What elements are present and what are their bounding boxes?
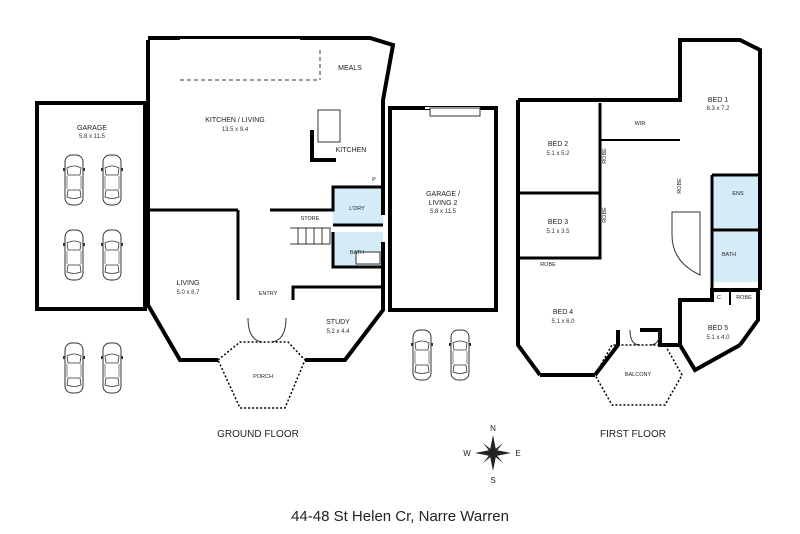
kitchen-bench (310, 130, 336, 162)
ens-label: ENS (732, 191, 744, 197)
study-dims: 5.2 x 4.4 (326, 329, 350, 335)
store-wall (270, 185, 383, 212)
entry-doors (247, 317, 287, 343)
living-wall (148, 208, 240, 300)
first-floor-title: FIRST FLOOR (600, 429, 666, 440)
garage-cars (62, 154, 124, 281)
garage-living2-label-line1: GARAGE / (426, 191, 460, 198)
closet-label: C (717, 295, 721, 301)
compass-s: S (490, 476, 495, 485)
bed4-doors (629, 329, 661, 346)
compass-w: W (463, 449, 471, 458)
living-dims: 5.0 x 8.7 (176, 290, 200, 296)
robe-label-bed3: ROBE (602, 207, 608, 223)
bed4-label: BED 4 (553, 309, 573, 316)
garage-label: GARAGE (77, 125, 107, 132)
study-walls (291, 285, 383, 300)
garage-walls (35, 101, 147, 311)
ground-floor: GARAGE 5.8 x 11.5 MEALS KITCHEN / LIVING… (35, 36, 498, 440)
bath-tub (355, 251, 381, 265)
bed1-label: BED 1 (708, 97, 728, 104)
stair-void (671, 211, 701, 276)
robe-label-bed2: ROBE (602, 148, 608, 164)
porch-walls (217, 341, 306, 409)
first-floor: BED 1 8.3 x 7.2 WIR BED 2 5.1 x 5.2 BED … (516, 38, 762, 440)
pantry-label: P (372, 177, 376, 183)
garage-living2-bench (429, 107, 481, 117)
stairs (290, 227, 331, 245)
driveway-cars (62, 329, 472, 394)
bed2-dims: 5.1 x 5.2 (546, 151, 570, 157)
main-house-walls (146, 36, 396, 362)
study-label: STUDY (326, 319, 350, 326)
bed3-walls (518, 193, 602, 260)
kitchen-island (317, 109, 341, 143)
bath-label: BATH (350, 250, 364, 256)
bed2-label: BED 2 (548, 141, 568, 148)
robe-label-bed5: ROBE (736, 295, 752, 301)
wir-label: WIR (635, 121, 646, 127)
bed3-label: BED 3 (548, 219, 568, 226)
kitchen-label: KITCHEN (336, 147, 367, 154)
garage-living2-label-line2: LIVING 2 (429, 200, 458, 207)
property-address: 44-48 St Helen Cr, Narre Warren (291, 508, 509, 525)
compass-e: E (515, 449, 520, 458)
robe-label-bed1: ROBE (677, 178, 683, 194)
living-label: LIVING (177, 280, 200, 287)
garage-dims: 5.8 x 11.5 (79, 134, 106, 140)
compass: N S E W (463, 424, 520, 485)
kitchen-living-dims: 13.5 x 9.4 (222, 127, 249, 133)
entry-label: ENTRY (259, 291, 278, 297)
balcony-walls (594, 344, 683, 406)
closet-walls (712, 289, 731, 305)
porch-label: PORCH (253, 374, 273, 380)
store-label: STORE (301, 216, 320, 222)
bed1-dims: 8.3 x 7.2 (706, 106, 730, 112)
bed3-dims: 5.1 x 3.5 (546, 229, 570, 235)
first-bath-label: BATH (722, 252, 736, 258)
bed2-walls (518, 103, 602, 195)
bed5-dims: 5.1 x 4.0 (706, 335, 730, 341)
ensuite-walls (710, 173, 758, 290)
bed5-label: BED 5 (708, 325, 728, 332)
ensuite-floor (712, 175, 758, 230)
kitchen-living-label: KITCHEN / LIVING (205, 117, 265, 124)
robe-label-bed4: ROBE (540, 262, 556, 268)
first-bath-floor (712, 232, 758, 282)
bed4-dims: 5.1 x 6.0 (551, 319, 575, 325)
meals-label: MEALS (338, 65, 362, 72)
balcony-label: BALCONY (625, 372, 652, 378)
laundry-floor (333, 187, 383, 225)
garage-living2-dims: 5.8 x 11.5 (430, 209, 457, 215)
ground-floor-title: GROUND FLOOR (217, 429, 299, 440)
laundry-bath-walls (331, 223, 383, 269)
compass-n: N (490, 424, 496, 433)
laundry-label: L'DRY (349, 206, 365, 212)
